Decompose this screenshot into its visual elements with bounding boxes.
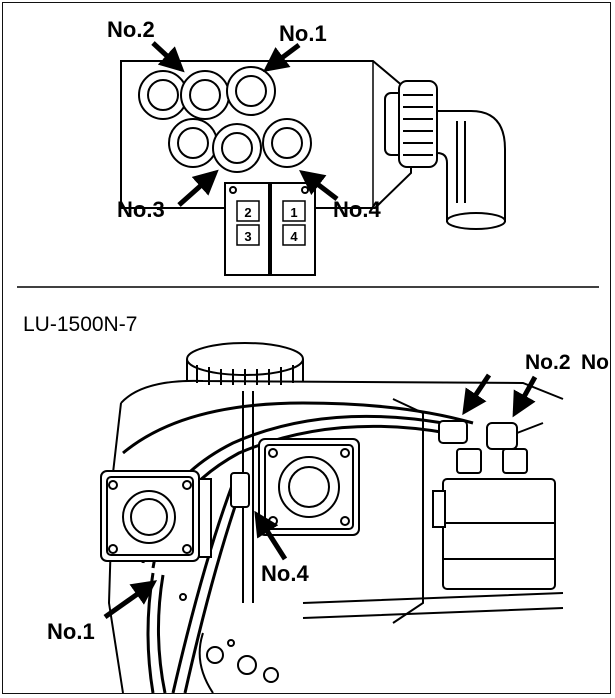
callout-bottom-no4: No.4: [261, 561, 309, 586]
plate-label-1: 1: [290, 205, 297, 220]
callout-bottom-no1: No.1: [47, 619, 95, 644]
model-label: LU-1500N-7: [23, 313, 137, 336]
arrow-top-no1: [263, 43, 301, 72]
callout-top-no4: No.4: [333, 197, 381, 222]
arrow-top-no2: [151, 41, 185, 73]
plate-label-2: 2: [244, 205, 251, 220]
plate-label-3: 3: [244, 229, 251, 244]
arrow-top-no3: [177, 169, 219, 207]
callout-top-no1: No.1: [279, 21, 327, 46]
arrow-bottom-no1: [103, 580, 158, 620]
arrow-bottom-no3: [512, 375, 538, 418]
diagram-canvas: 2 3 1 4 No.2 No.1 No.3 No.4 LU-1500N-7: [17, 17, 609, 693]
valve-block-illustration: [120, 60, 506, 276]
bottom-callout-arrows: [103, 373, 538, 620]
callout-top-no2: No.2: [107, 17, 155, 42]
top-callout-arrows: [151, 41, 339, 207]
arrow-bottom-no4: [254, 510, 288, 561]
callout-bottom-no2: No.2: [525, 351, 571, 374]
machine-pneumatic-illustration: [100, 342, 564, 693]
arrow-top-no4: [299, 169, 339, 201]
callout-bottom-no3: No: [581, 351, 609, 374]
arrow-bottom-no2: [462, 373, 492, 416]
callout-top-no3: No.3: [117, 197, 165, 222]
plate-label-4: 4: [290, 229, 298, 244]
